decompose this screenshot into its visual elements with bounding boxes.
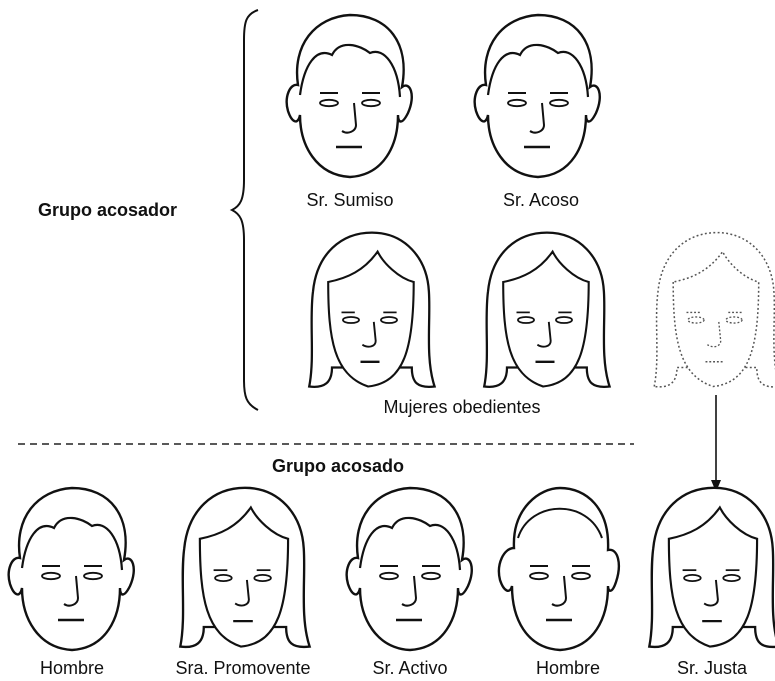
arrow-head-icon (711, 480, 721, 492)
label-mujeres: Mujeres obedientes (383, 397, 541, 417)
label-hombre1: Hombre (39, 658, 105, 678)
label-promovente: Sra. Promovente (175, 658, 311, 678)
group-brace (229, 9, 259, 411)
figure-woman2-icon (483, 231, 611, 388)
figure-dotted-woman-icon (653, 231, 775, 388)
figure-acoso-icon (473, 13, 601, 179)
label-acoso: Sr. Acoso (502, 190, 580, 210)
label-hombre2: Hombre (535, 658, 601, 678)
group-label-bottom: Grupo acosado (271, 456, 405, 476)
label-activo: Sr. Activo (372, 658, 448, 678)
figure-sumiso-icon (285, 13, 413, 179)
figure-hombre2-icon (497, 486, 621, 652)
figure-activo-icon (345, 486, 473, 652)
figure-promovente-icon (179, 486, 311, 649)
figure-hombre1-icon (7, 486, 135, 652)
figure-woman1-icon (308, 231, 436, 388)
group-label-top: Grupo acosador (38, 200, 178, 220)
label-sumiso: Sr. Sumiso (306, 190, 394, 210)
figure-justa-icon (648, 486, 775, 649)
label-justa: Sr. Justa (676, 658, 748, 678)
